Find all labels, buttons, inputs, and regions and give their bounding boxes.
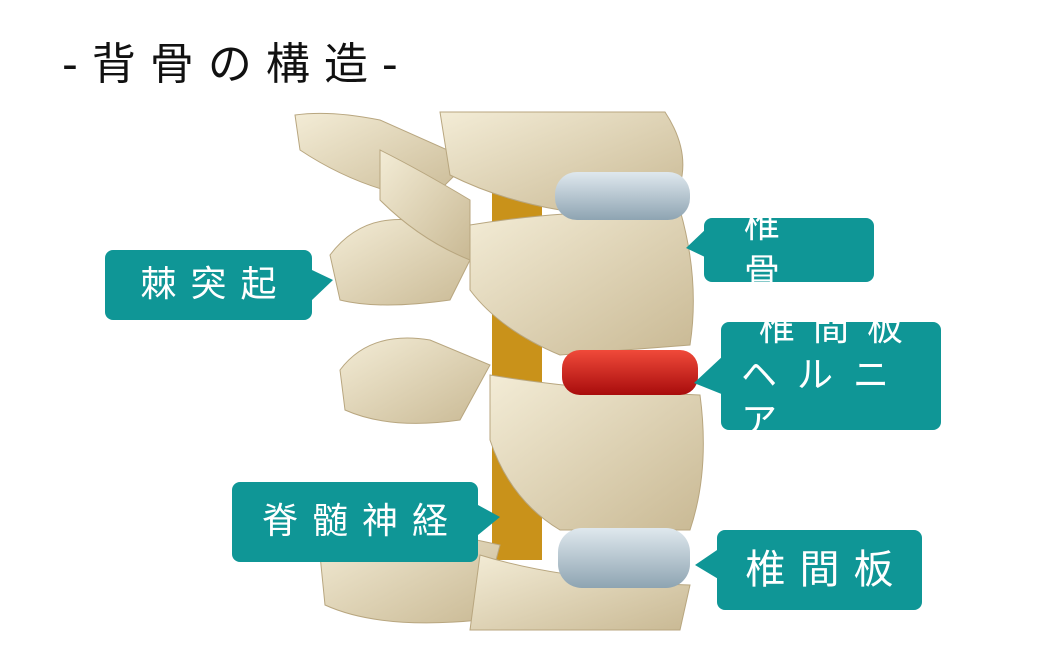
herniated-disc — [562, 350, 698, 395]
label-text: 椎 骨 — [744, 205, 821, 293]
label-text: 脊髄神経 — [261, 500, 462, 542]
label-text: 棘突起 — [140, 263, 291, 305]
label-text: 椎間板 — [758, 307, 921, 349]
label-disc: 椎間板 — [717, 530, 922, 610]
label-spinous-process: 棘突起 — [105, 250, 312, 320]
label-text: 椎間板 — [745, 547, 908, 593]
label-pointers — [312, 228, 724, 580]
label-disc-herniation: 椎間板 ヘルニア — [721, 308, 941, 442]
disc-lower — [558, 528, 690, 588]
label-vertebra: 椎 骨 — [704, 205, 874, 293]
label-spinal-nerve: 脊髄神経 — [232, 482, 478, 562]
page-title: -背骨の構造- — [62, 39, 412, 90]
disc-upper — [555, 172, 690, 220]
label-text: ヘルニア — [741, 354, 910, 443]
vertebral-bodies — [439, 111, 704, 631]
